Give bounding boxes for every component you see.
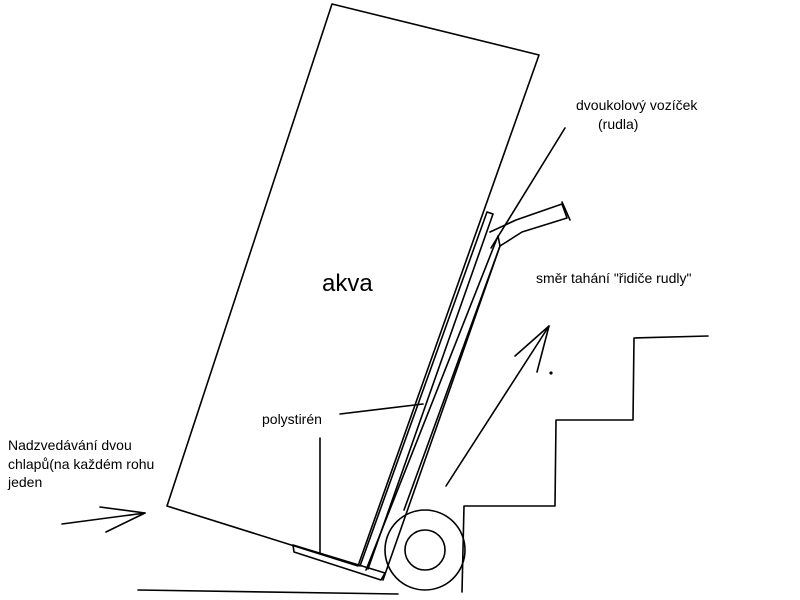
polystyrene-plate bbox=[292, 544, 386, 581]
pull-direction-label: směr tahání "řidiče rudly" bbox=[536, 270, 692, 286]
cart-handle bbox=[489, 203, 568, 247]
pull-arrow-head bbox=[514, 325, 550, 373]
cart-frame-front bbox=[359, 211, 494, 570]
tank-label: akva bbox=[322, 270, 373, 297]
cart-label-leader bbox=[490, 127, 566, 249]
lift-label-line3: jeden bbox=[8, 474, 43, 490]
insulation-label-leader bbox=[339, 403, 424, 415]
lift-arrow bbox=[61, 512, 146, 533]
cart-wheel-inner bbox=[404, 529, 446, 571]
cart-wheel-outer bbox=[384, 509, 466, 591]
insulation-label: polystirén bbox=[262, 411, 322, 427]
pull-arrow-shaft bbox=[445, 325, 550, 487]
lift-label-line1: Nadzvedávání dvou bbox=[8, 437, 132, 453]
stairs-outline bbox=[461, 335, 709, 593]
stray-mark bbox=[549, 371, 553, 375]
cart-frame-rear bbox=[365, 235, 501, 581]
lift-label-line2: chlapů(na každém rohu bbox=[8, 456, 155, 472]
cart-label-line2: (rudla) bbox=[598, 116, 639, 132]
lift-arrow-barb bbox=[99, 506, 146, 514]
aquarium-outline bbox=[166, 3, 540, 567]
cart-label-line1: dvoukolový vozíček bbox=[576, 97, 698, 113]
cart-frame-strut bbox=[403, 245, 501, 511]
cart-handle-grip bbox=[561, 201, 571, 221]
ground-line bbox=[137, 589, 399, 595]
